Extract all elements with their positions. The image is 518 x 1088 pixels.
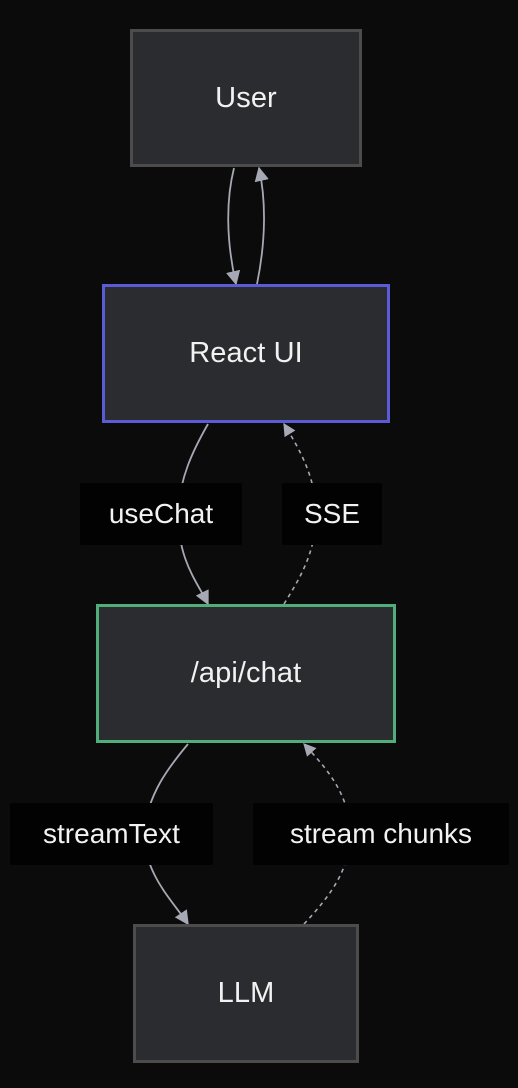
node-react-ui-label: React UI (189, 337, 303, 369)
edge-label-stream-chunks: stream chunks (253, 803, 509, 865)
edge-label-sse-text: SSE (303, 498, 361, 529)
edge-react-to-user (254, 166, 269, 285)
edge-label-stream-chunks-text: stream chunks (289, 818, 473, 849)
edge-label-streamtext: streamText (10, 803, 213, 865)
node-api-chat-label: /api/chat (190, 657, 302, 689)
node-api-chat: /api/chat (96, 604, 396, 743)
node-llm: LLM (133, 924, 359, 1063)
edge-label-usechat: useChat (80, 483, 242, 545)
node-user: User (130, 29, 362, 167)
node-user-label: User (215, 81, 277, 114)
edge-user-to-react (226, 167, 241, 286)
node-llm-label: LLM (217, 977, 275, 1009)
edge-label-sse: SSE (282, 483, 382, 545)
edge-llm-to-api (303, 743, 351, 925)
node-react-ui: React UI (102, 284, 390, 423)
edge-label-usechat-text: useChat (108, 498, 214, 529)
edge-label-streamtext-text: streamText (43, 818, 180, 849)
